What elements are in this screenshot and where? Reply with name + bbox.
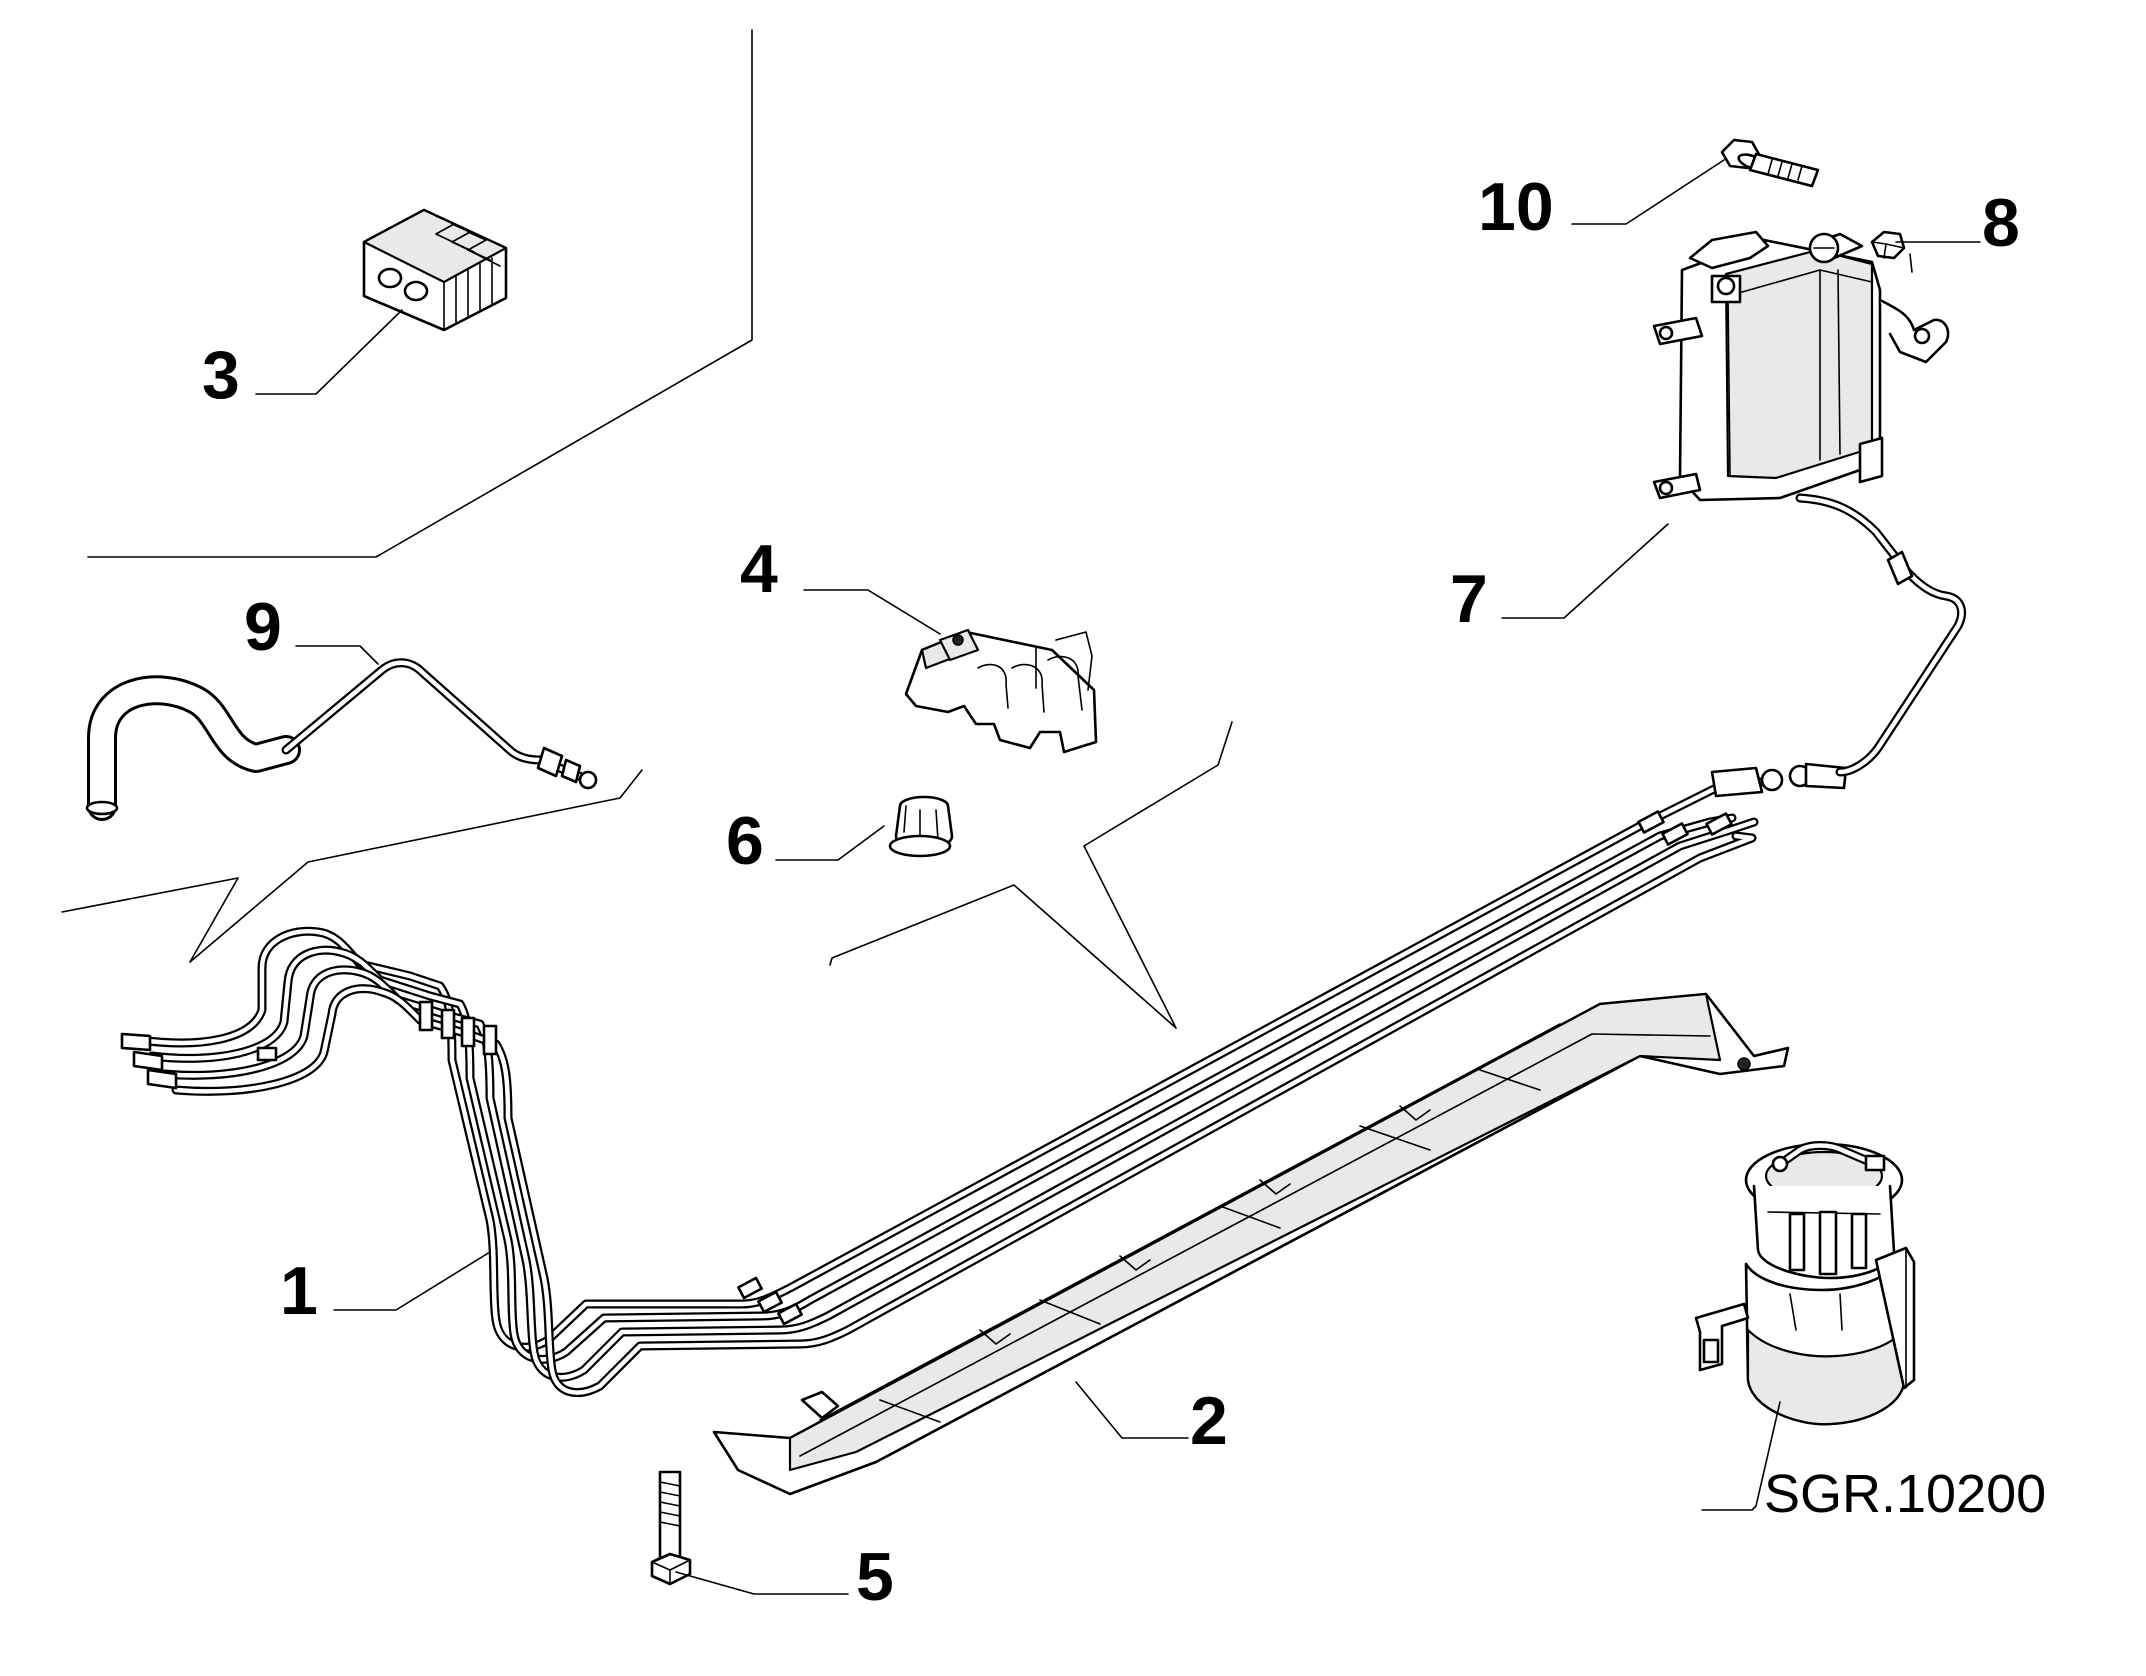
- callout-1: 1: [280, 1253, 318, 1329]
- callout-labels: 1 2 3 4 5 6 7 8 9 10 SGR.10200: [202, 169, 2046, 1615]
- section-divider-lines: [61, 29, 1233, 1029]
- callout-7: 7: [1450, 561, 1488, 637]
- callout-leaders: [255, 159, 1981, 1595]
- part-9-breather-hose: [85, 658, 598, 821]
- callout-5: 5: [856, 1539, 894, 1615]
- callout-3: 3: [202, 337, 240, 413]
- group-reference-label: SGR.10200: [1764, 1464, 2046, 1524]
- callout-10: 10: [1478, 169, 1554, 245]
- callout-9: 9: [244, 589, 282, 665]
- part-4-pipe-clip: [904, 628, 1098, 754]
- callout-2: 2: [1190, 1383, 1228, 1459]
- part-3-rubber-mount: [362, 208, 508, 332]
- part-8-nut: [1870, 230, 1913, 273]
- part-5-bolt: [650, 1470, 692, 1586]
- part-7-canister: [1652, 230, 1966, 777]
- callout-8: 8: [1982, 185, 2020, 261]
- fuel-pump-module-reference: [1694, 1141, 1916, 1426]
- callout-6: 6: [726, 803, 764, 879]
- part-6-grommet: [888, 795, 954, 858]
- callout-4: 4: [740, 531, 778, 607]
- part-2-pipe-guard: [712, 992, 1790, 1496]
- part-10-flange-bolt: [1720, 138, 1820, 188]
